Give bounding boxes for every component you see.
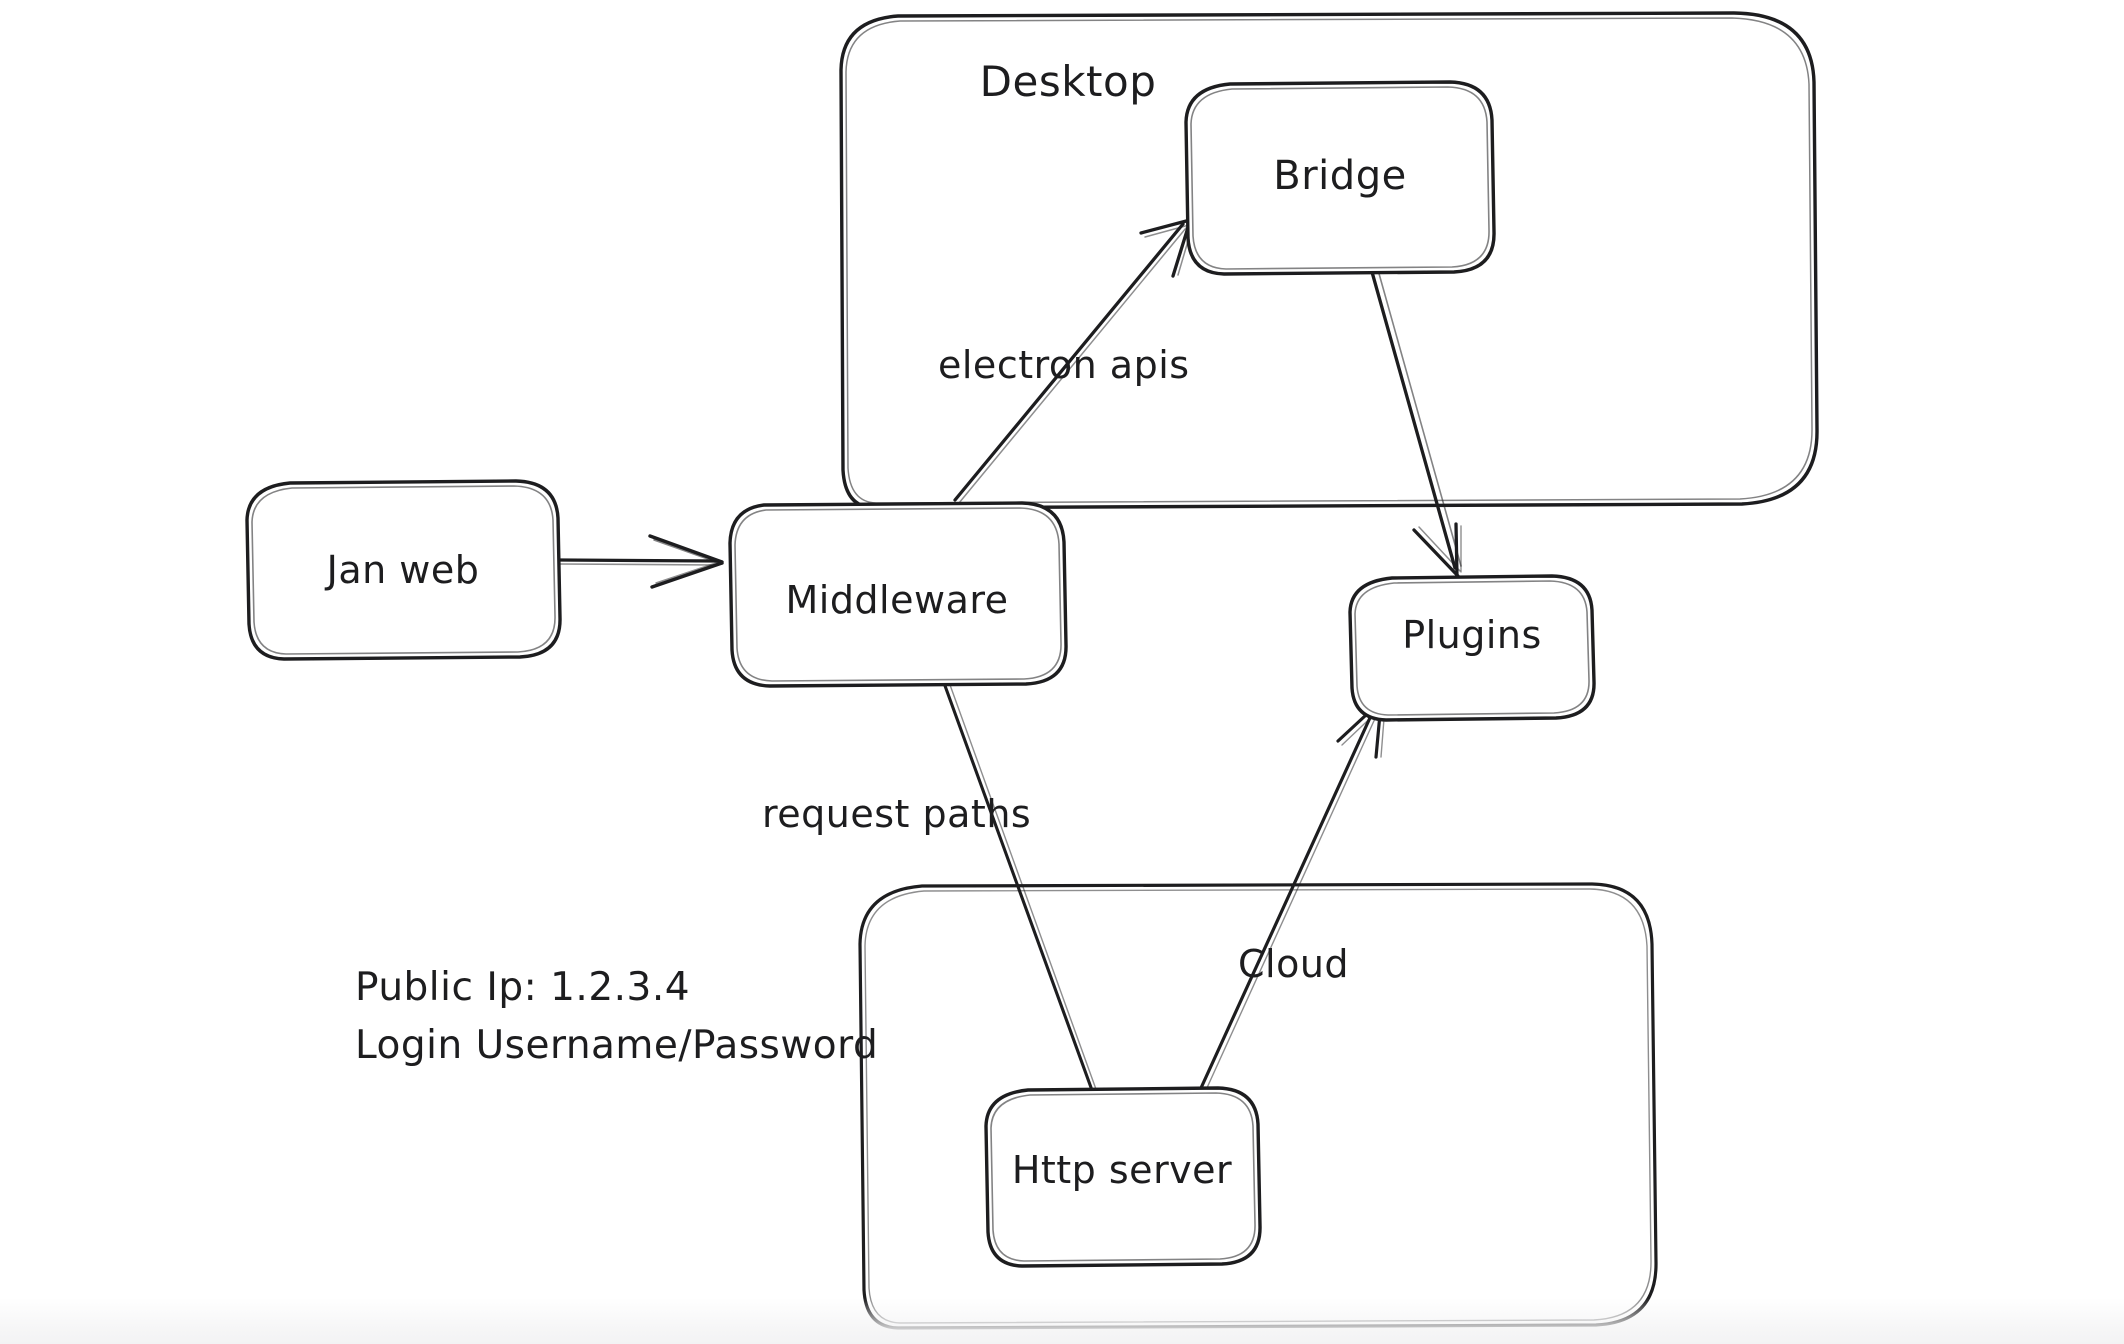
node-bridge[interactable]: [1184, 80, 1496, 276]
note-login: Login Username/Password: [355, 1023, 878, 1068]
edge-janweb-to-middleware: [558, 534, 724, 589]
node-plugins-label: Plugins: [1402, 613, 1542, 657]
node-bridge-label: Bridge: [1273, 153, 1406, 199]
node-middleware[interactable]: [728, 501, 1068, 688]
edge-label-request-paths: request paths: [762, 792, 1031, 836]
node-http-server[interactable]: [984, 1086, 1262, 1268]
container-desktop-label: Desktop: [980, 57, 1157, 106]
node-http-server-label: Http server: [1012, 1148, 1232, 1192]
node-jan-web-label: Jan web: [325, 548, 480, 592]
edge-label-electron-apis: electron apis: [938, 343, 1190, 387]
edge-httpserver-to-plugins: [1199, 700, 1386, 1091]
node-plugins[interactable]: [1348, 574, 1596, 722]
container-desktop: [839, 11, 1819, 510]
edge-middleware-to-httpserver: [938, 670, 1098, 1095]
note-public-ip: Public Ip: 1.2.3.4: [355, 965, 690, 1010]
edge-bridge-to-plugins: [1370, 269, 1462, 579]
node-middleware-label: Middleware: [785, 578, 1008, 622]
edge-label-cloud: Cloud: [1238, 942, 1349, 986]
node-jan-web[interactable]: [245, 479, 562, 661]
